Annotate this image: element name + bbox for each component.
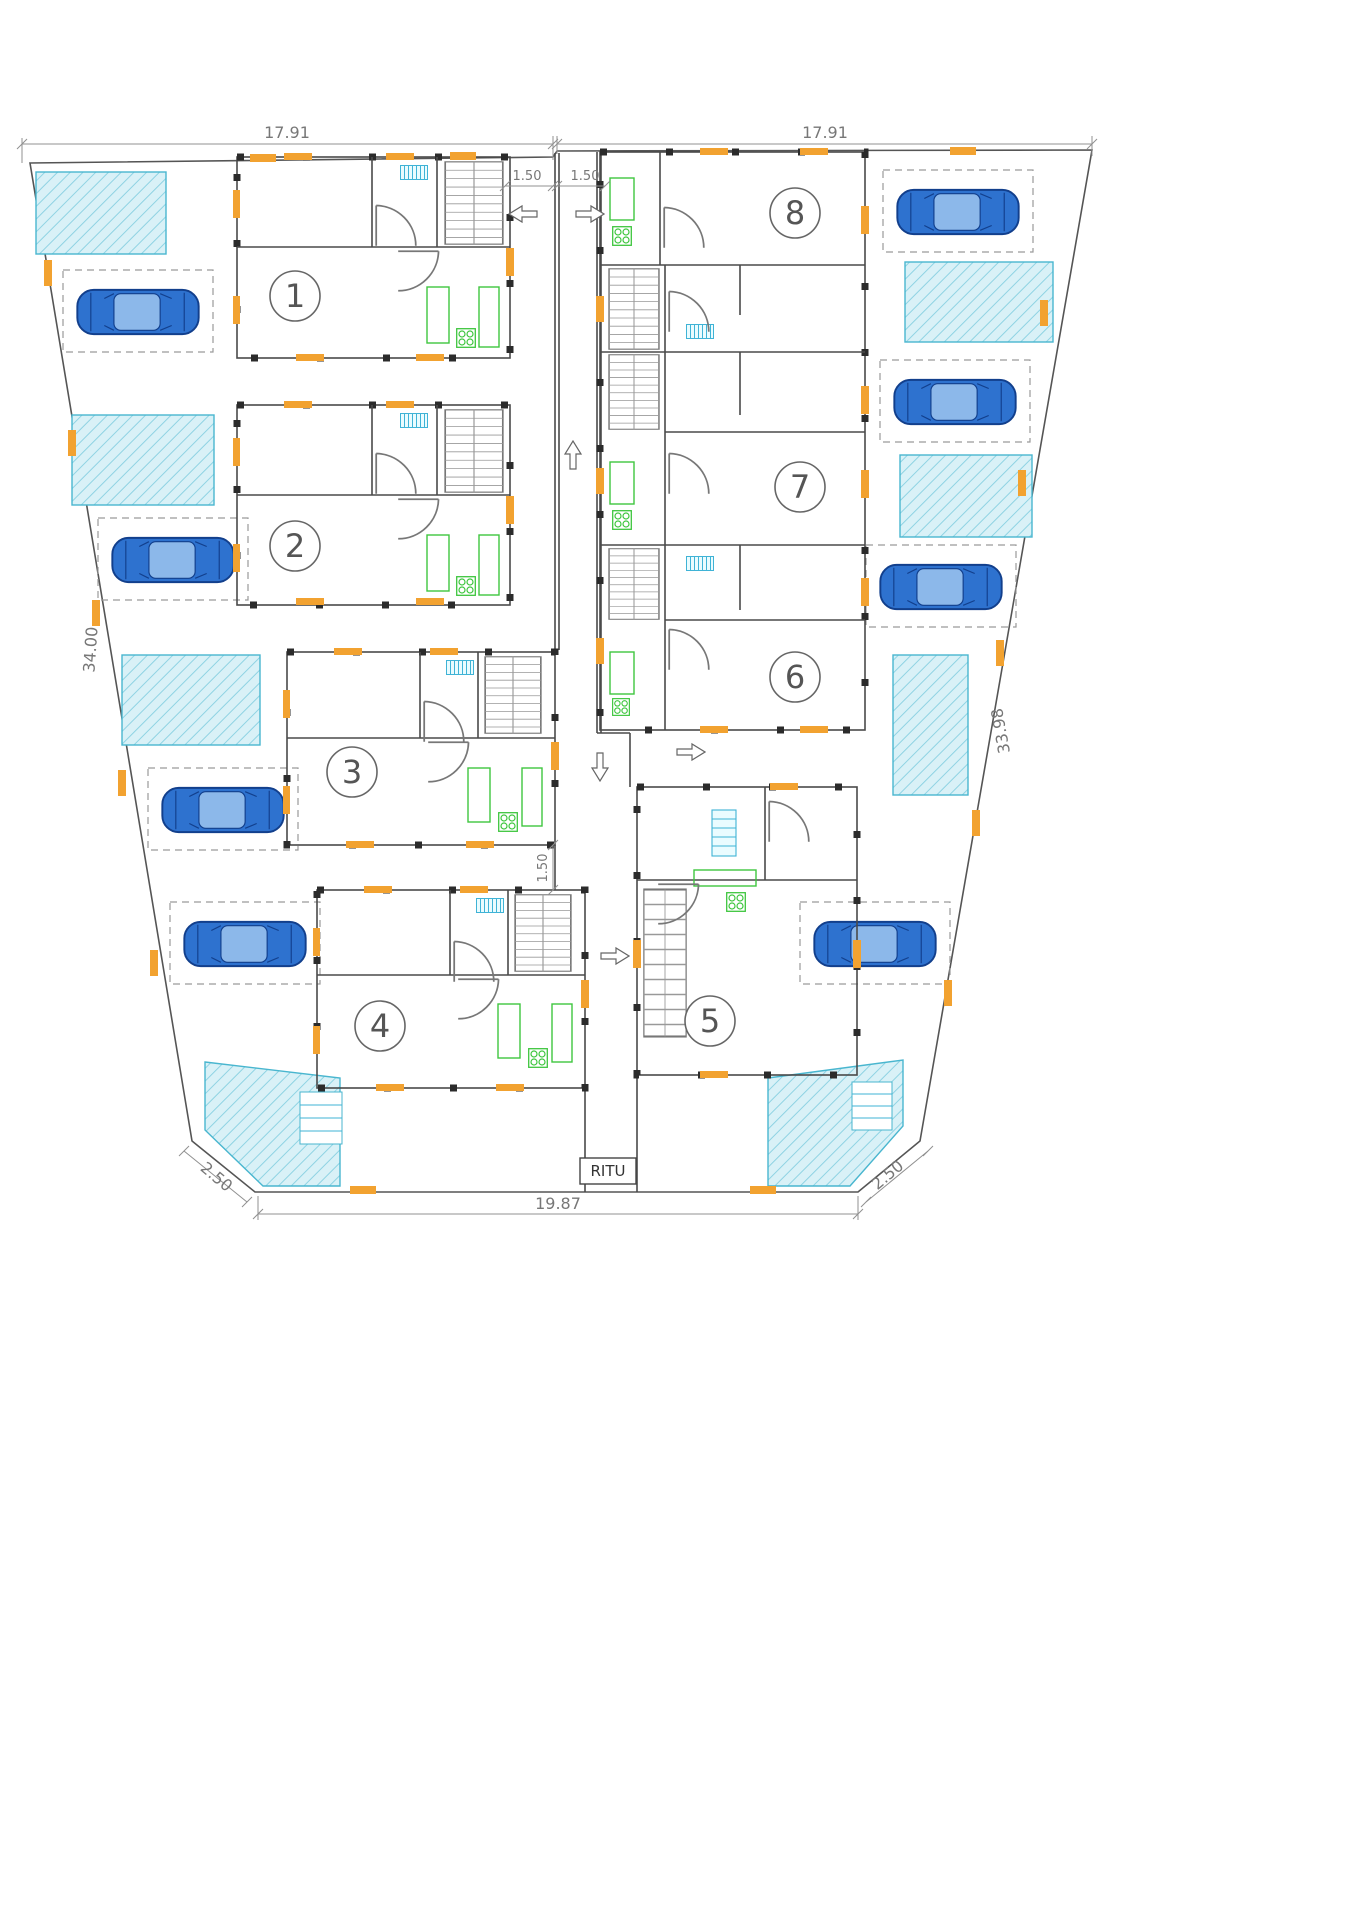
- pools: [35, 171, 1054, 1187]
- unit-2: 2: [233, 401, 514, 609]
- pool-unit-7: [899, 454, 1033, 538]
- radiator-icon: [400, 413, 428, 428]
- unit-3-number: 3: [342, 753, 362, 791]
- stairs-icon: [608, 548, 660, 620]
- pool-unit-6: [892, 654, 969, 796]
- car-icon: [111, 536, 235, 584]
- unit-6-number: 6: [785, 658, 805, 696]
- parking-stall: [147, 767, 299, 851]
- dim-corridor-top-left: 1.50: [513, 169, 542, 184]
- stairs-icon: [444, 409, 504, 493]
- radiator-icon: [686, 556, 714, 571]
- ritu-box: RITU: [579, 1157, 637, 1185]
- stairs-icon: [608, 354, 660, 430]
- ritu-label: RITU: [591, 1162, 626, 1180]
- unit-8-number: 8: [785, 194, 805, 232]
- unit-3: 3: [283, 648, 559, 849]
- pool-unit-3: [121, 654, 261, 746]
- unit-4: 4: [313, 886, 589, 1092]
- car-icon: [879, 563, 1003, 611]
- dim-corridor-mid: 1.50: [536, 854, 551, 883]
- dim-left-side: 34.00: [79, 626, 101, 673]
- parking-stall: [62, 269, 214, 353]
- parking-stall: [97, 517, 249, 601]
- dim-right-side: 33.98: [987, 707, 1014, 755]
- unit-1: 1: [233, 153, 514, 362]
- radiator-icon: [400, 165, 428, 180]
- pool-unit-2: [71, 414, 215, 506]
- unit-5: 5: [633, 783, 861, 1079]
- car-icon: [896, 188, 1020, 236]
- pool-unit-8: [904, 261, 1054, 343]
- right-building: 8 7 6: [596, 148, 869, 734]
- dim-top-right: 17.91: [802, 123, 848, 142]
- central-corridor: [554, 152, 638, 1192]
- pool-unit-1: [35, 171, 167, 255]
- car-icon: [813, 920, 937, 968]
- parking-stall: [169, 901, 321, 985]
- stairs-icon: [484, 656, 542, 734]
- dim-bottom: 19.87: [535, 1194, 581, 1213]
- boundary-openings: [44, 147, 1048, 1194]
- dim-corridor-top-right: 1.50: [571, 169, 600, 184]
- unit-1-number: 1: [285, 277, 305, 315]
- parking-stall: [882, 169, 1034, 253]
- unit-4-number: 4: [370, 1007, 390, 1045]
- car-icon: [161, 786, 285, 834]
- radiator-icon: [476, 898, 504, 913]
- unit-2-number: 2: [285, 527, 305, 565]
- parking-stall: [799, 901, 951, 985]
- car-icon: [183, 920, 307, 968]
- parking: [62, 169, 1034, 985]
- unit-7-number: 7: [790, 468, 810, 506]
- radiator-icon: [446, 660, 474, 675]
- stairs-icon: [643, 888, 687, 1038]
- parking-stall: [879, 359, 1031, 443]
- stairs-icon: [444, 161, 504, 245]
- car-icon: [76, 288, 200, 336]
- dim-top-left: 17.91: [264, 123, 310, 142]
- stairs-icon: [514, 894, 572, 972]
- stairs-icon: [608, 268, 660, 350]
- car-icon: [893, 378, 1017, 426]
- unit-5-number: 5: [700, 1002, 720, 1040]
